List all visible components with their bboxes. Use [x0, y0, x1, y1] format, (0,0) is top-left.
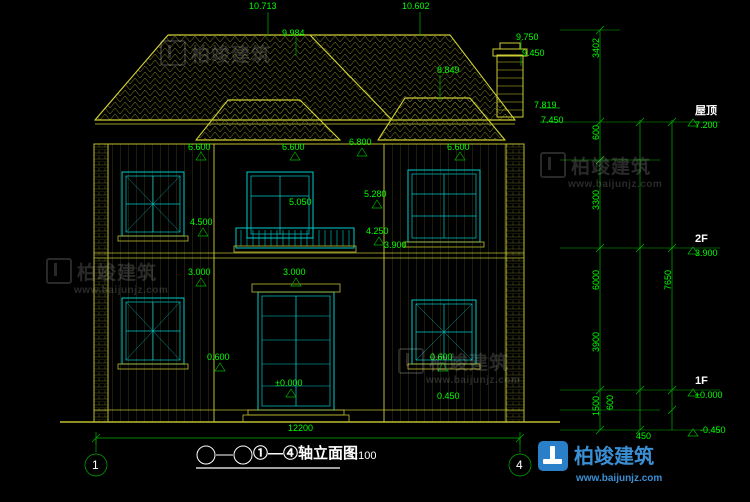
roof-dim-9750: 9.750: [516, 32, 539, 42]
axis-label-4: 4: [516, 458, 523, 472]
title-axis-markers: [196, 445, 253, 465]
level-value-basement: -0.450: [700, 425, 726, 435]
level-value-2f: 3.900: [695, 248, 718, 258]
right-dim-3300: 3300: [591, 189, 601, 210]
roof-dim-8849: 8.849: [437, 65, 460, 75]
right-dim-3900: 3900: [591, 331, 601, 352]
right-dim-1500: 1500: [591, 395, 601, 416]
elev-mark-4: 5.280: [364, 189, 387, 199]
level-name-1f: 1F: [695, 375, 708, 387]
level-name-roof: 屋顶: [695, 105, 717, 117]
elev-mark-13: ±0.000: [275, 378, 303, 388]
elev-mark-9: 3.000: [188, 267, 211, 277]
elev-mark-14: 0.450: [437, 391, 460, 401]
dimension-lines: [84, 12, 720, 477]
level-name-2f: 2F: [695, 233, 708, 245]
roof-dim-7450: 7.450: [541, 115, 564, 125]
right-dim-7650: 7650: [663, 269, 673, 290]
elev-mark-1: 6.600: [282, 142, 305, 152]
roof-dim-7819: 7.819: [534, 100, 557, 110]
elev-mark-0: 6.600: [188, 142, 211, 152]
level-value-roof: 7.200: [695, 120, 718, 130]
right-dim-600b: 600: [605, 394, 615, 410]
overall-width-label: 12200: [288, 423, 314, 433]
drawing-scale: 1:100: [349, 450, 377, 462]
elev-mark-5: 5.050: [289, 197, 312, 207]
elev-mark-6: 4.500: [190, 217, 213, 227]
elev-mark-10: 3.000: [283, 267, 306, 277]
brand-logo-icon: [538, 441, 568, 471]
wall-group: [60, 143, 560, 423]
watermark-brand: 柏竣建筑 www.baijunjz.com: [538, 440, 662, 484]
roof-dim-10713: 10.713: [249, 1, 277, 11]
elev-mark-12: 0.600: [430, 352, 453, 362]
elev-mark-3: 6.600: [447, 142, 470, 152]
level-value-1f: ±0.000: [695, 390, 723, 400]
elev-mark-11: 0.600: [207, 352, 230, 362]
elev-mark-8: 3.900: [384, 240, 407, 250]
openings-group: [117, 169, 485, 423]
brand-url: www.baijunjz.com: [576, 473, 663, 484]
right-dim-6000: 6000: [591, 269, 601, 290]
roof-dim-9984: 9.984: [282, 28, 305, 38]
right-dim-450: 450: [636, 431, 652, 441]
roof-dim-9450: 9.450: [522, 48, 545, 58]
right-dim-600: 600: [591, 124, 601, 140]
roof-group: [93, 34, 528, 145]
right-dim-3402: 3402: [591, 37, 601, 58]
drawing-title: ①—④轴立面图: [253, 445, 359, 462]
roof-dim-10602: 10.602: [402, 1, 430, 11]
elev-mark-7: 4.250: [366, 226, 389, 236]
axis-label-1: 1: [92, 458, 99, 472]
elev-mark-2: 6.800: [349, 137, 372, 147]
